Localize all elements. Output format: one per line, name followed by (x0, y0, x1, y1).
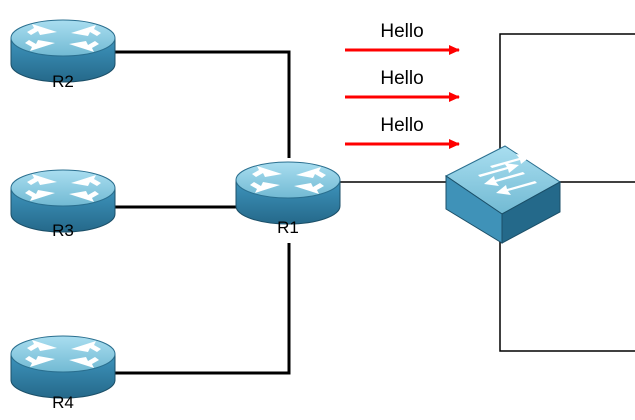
router-icon (235, 161, 341, 225)
hello-messages: Hello Hello Hello (345, 21, 460, 149)
router-label: R4 (52, 393, 74, 412)
router-r1[interactable]: R1 (235, 161, 341, 237)
router-label: R2 (52, 72, 74, 91)
router-r4[interactable]: R4 (10, 335, 116, 412)
hello-label: Hello (380, 115, 423, 136)
hello-label: Hello (380, 68, 423, 89)
link-switch-top (499, 33, 635, 150)
link-r4-r1 (110, 243, 291, 375)
router-label: R3 (52, 221, 74, 240)
router-icon (10, 335, 116, 399)
router-r2[interactable]: R2 (10, 19, 116, 91)
switch[interactable] (445, 145, 561, 244)
hello-message: Hello (345, 68, 460, 102)
hello-label: Hello (380, 21, 423, 42)
router-label: R1 (277, 218, 299, 237)
router-r3[interactable]: R3 (10, 169, 116, 240)
link-r2-r1 (110, 50, 291, 158)
link-switch-bottom (499, 236, 635, 352)
switch-icon (445, 145, 561, 244)
hello-message: Hello (345, 115, 460, 149)
hello-message: Hello (345, 21, 460, 55)
links (110, 33, 635, 375)
